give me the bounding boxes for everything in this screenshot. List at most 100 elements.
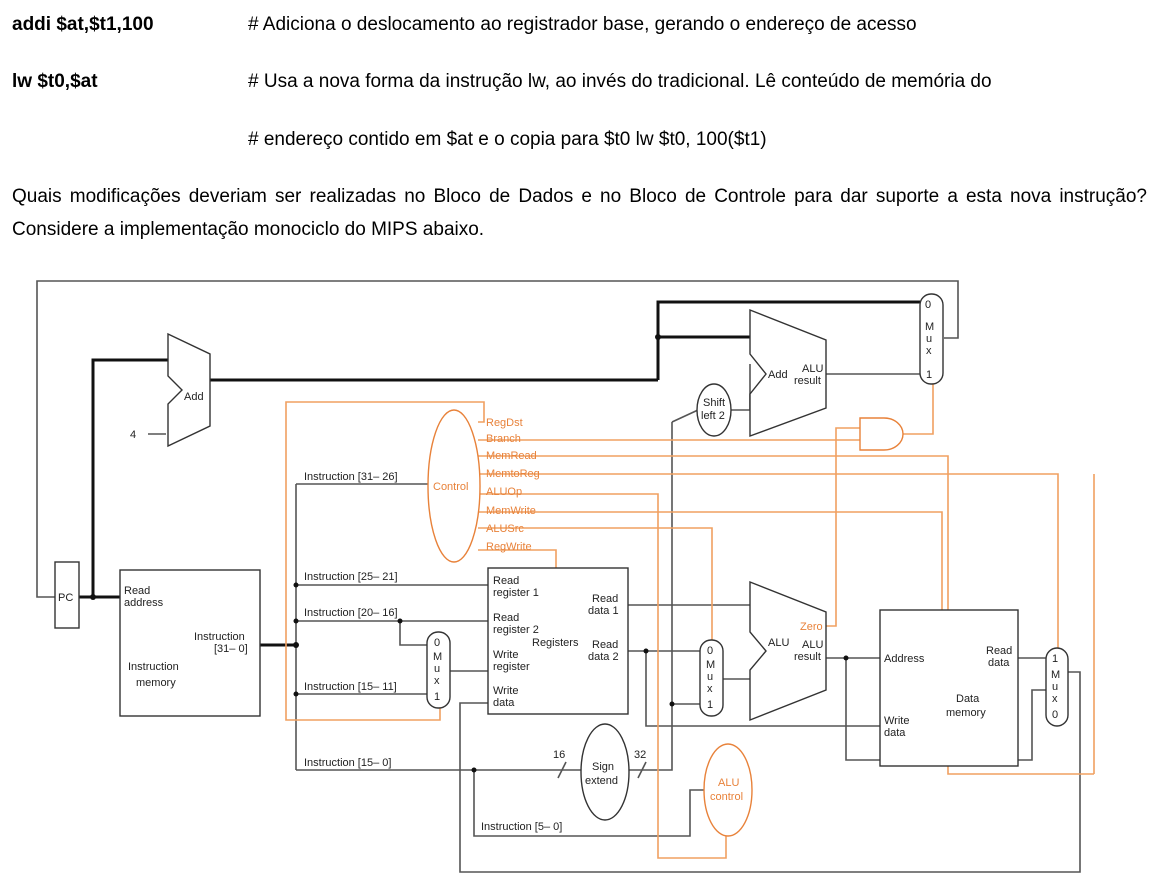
memtoreg-mux-m: M	[1051, 669, 1060, 681]
data-memory	[879, 609, 1019, 767]
branch-adder	[749, 308, 827, 438]
branch-adder-add: Add	[768, 369, 788, 381]
regdst-mux-x: x	[434, 675, 440, 687]
dmem-address: Address	[884, 653, 925, 665]
branch-adder-result: result	[794, 375, 821, 387]
pcsrc-mux-x: x	[926, 345, 932, 357]
instruction-memory	[119, 569, 261, 717]
pcsrc-mux	[919, 293, 944, 385]
reg-rd1-a: Read	[592, 593, 618, 605]
pcsrc-mux-0: 0	[925, 299, 931, 311]
memtoreg-mux-x: x	[1052, 693, 1058, 705]
alu-control-b: control	[710, 791, 743, 803]
alu-zero-label: Zero	[800, 621, 823, 633]
signal-regwrite: RegWrite	[486, 541, 532, 553]
register-file	[487, 567, 629, 715]
reg-rd1-b: data 1	[588, 605, 619, 617]
imem-name-1: Instruction	[128, 661, 179, 673]
pcsrc-mux-u: u	[926, 333, 932, 345]
label-instr-15-11: Instruction [15– 11]	[304, 681, 397, 693]
reg-read2-b: register 2	[493, 624, 539, 636]
signal-memwrite: MemWrite	[486, 505, 536, 517]
sign-extend-a: Sign	[592, 761, 614, 773]
pc-label: PC	[58, 592, 73, 604]
shift-b: left 2	[701, 410, 725, 422]
bits-16-slash	[557, 761, 567, 779]
memtoreg-mux-1: 1	[1052, 653, 1058, 665]
pcsrc-mux-1: 1	[926, 369, 932, 381]
dmem-write-a: Write	[884, 715, 909, 727]
wire-aluop	[478, 493, 727, 859]
memtoreg-mux-0: 0	[1052, 709, 1058, 721]
wire-instr-5-0	[473, 770, 706, 837]
control-label: Control	[433, 481, 468, 493]
shift-a: Shift	[703, 397, 725, 409]
dmem-name-b: memory	[946, 707, 986, 719]
reg-read1-a: Read	[493, 575, 519, 587]
reg-write-a: Write	[493, 649, 518, 661]
signal-alusrc: ALUSrc	[486, 523, 524, 535]
wire-read-data2-to-dmem	[645, 651, 880, 727]
reg-rd2-b: data 2	[588, 651, 619, 663]
sign-extend	[580, 723, 630, 821]
alusrc-mux-1: 1	[707, 699, 713, 711]
reg-read2-a: Read	[493, 612, 519, 624]
pc-adder-label: Add	[184, 391, 204, 403]
dmem-read-b: data	[988, 657, 1010, 669]
alusrc-mux	[699, 639, 724, 717]
label-instr-20-16: Instruction [20– 16]	[304, 607, 398, 619]
code-comment-1: # Adiciona o deslocamento ao registrador…	[248, 14, 917, 35]
shift-left-2	[696, 383, 732, 437]
wire-writeback	[459, 671, 1081, 873]
alusrc-mux-x: x	[707, 683, 713, 695]
imem-address-label: address	[124, 597, 164, 609]
reg-wdata-b: data	[493, 697, 515, 709]
reg-read1-b: register 1	[493, 587, 539, 599]
wire-pc-loop	[36, 280, 959, 598]
wire-shift-to-adder	[728, 364, 751, 411]
dmem-read-a: Read	[986, 645, 1012, 657]
registers-label: Registers	[532, 637, 579, 649]
imem-read-label: Read	[124, 585, 150, 597]
wire-and-out	[903, 384, 934, 435]
signal-memread: MemRead	[486, 450, 537, 462]
regdst-mux-u: u	[434, 663, 440, 675]
reg-rd2-a: Read	[592, 639, 618, 651]
reg-write-b: register	[493, 661, 530, 673]
code-comment-3: # endereço contido em $at e o copia para…	[248, 129, 767, 150]
main-alu-label: ALU	[768, 637, 789, 649]
reg-wdata-a: Write	[493, 685, 518, 697]
bits-16: 16	[553, 749, 565, 761]
pc-register	[54, 561, 80, 629]
alusrc-mux-u: u	[707, 671, 713, 683]
wire-alu-result-bypass	[845, 658, 1046, 761]
signal-aluop: ALUOp	[486, 486, 522, 498]
regdst-mux	[426, 631, 451, 709]
signal-memtoreg: MemtoReg	[486, 468, 540, 480]
bits-32: 32	[634, 749, 646, 761]
regdst-mux-m: M	[433, 651, 442, 663]
question-text: Quais modificações deveriam ser realizad…	[12, 186, 1147, 240]
alu-control-a: ALU	[718, 777, 739, 789]
alu-control	[703, 743, 753, 837]
bits-32-slash	[637, 761, 647, 779]
sign-extend-b: extend	[585, 775, 618, 787]
wire-memtoreg	[478, 473, 1059, 648]
alu-result-a: ALU	[802, 639, 823, 651]
dmem-name-a: Data	[956, 693, 980, 705]
wire-zero	[826, 427, 860, 627]
wire-shift-in	[671, 409, 699, 423]
pc-adder	[167, 332, 211, 448]
imem-instr-label: Instruction	[194, 631, 245, 643]
alu-result-b: result	[794, 651, 821, 663]
alusrc-mux-0: 0	[707, 645, 713, 657]
wire-regwrite	[478, 549, 557, 568]
control-signal-labels: RegDst Branch MemRead MemtoReg ALUOp Mem…	[486, 417, 540, 553]
wire-instr-20-16-mux	[399, 621, 427, 646]
wire-pc-to-add	[91, 358, 168, 597]
branch-and-gate	[859, 417, 904, 451]
wire-memwrite	[478, 511, 943, 610]
code-instr-2: lw $t0,$at	[12, 71, 98, 92]
junction-dots	[90, 334, 849, 773]
